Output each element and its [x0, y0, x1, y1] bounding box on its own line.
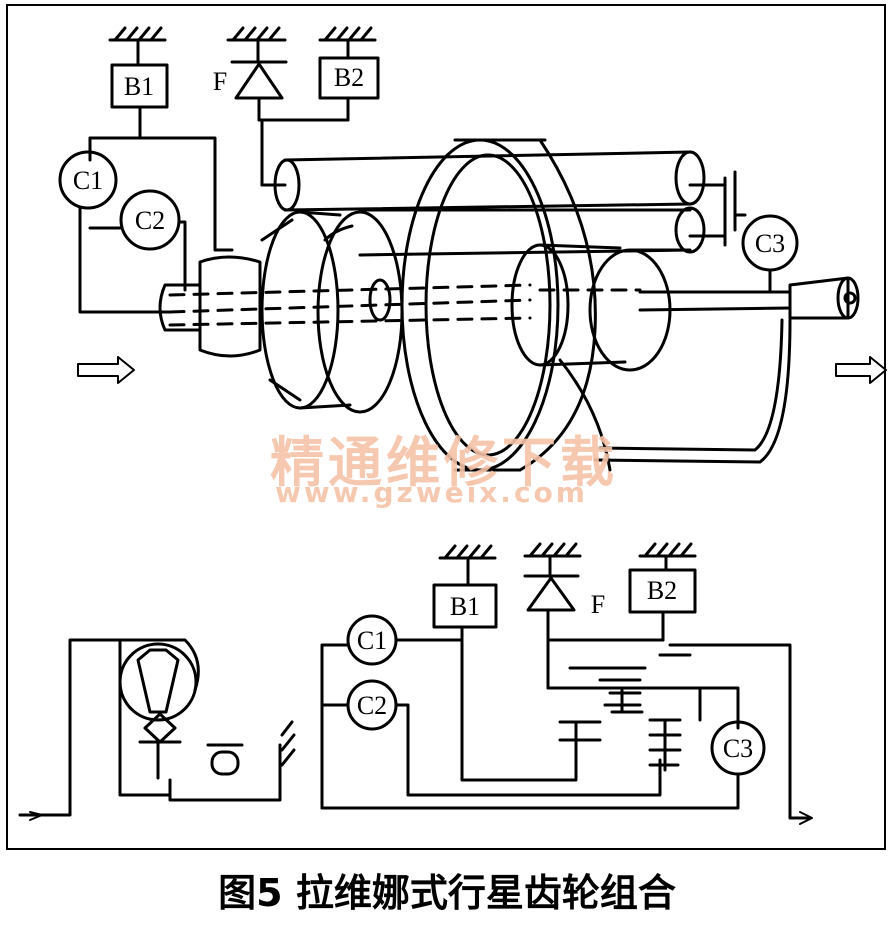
output-shaft — [638, 290, 792, 312]
ground-hatch-f-top — [226, 26, 287, 64]
ground-hatch-b1-bottom — [438, 544, 497, 587]
label-c3-top: C3 — [755, 229, 785, 258]
brake-b1-box-bottom — [432, 583, 498, 629]
ring-gear — [400, 138, 612, 472]
long-pinion-upper — [283, 150, 692, 212]
label-c2-bottom: C2 — [357, 691, 387, 720]
front-hub — [198, 255, 262, 358]
label-b2-top: B2 — [334, 63, 364, 92]
figure-frame — [6, 4, 886, 850]
watermark-url: www.gzweix.com — [275, 476, 588, 509]
label-b2-bottom: B2 — [647, 576, 677, 605]
label-b1-top: B1 — [124, 72, 154, 101]
shaft-centerlines — [168, 283, 642, 327]
watermark-cn: 精通维修下载 — [270, 431, 618, 494]
clutch-c2-circle-top — [119, 189, 181, 251]
input-arrow-top — [77, 356, 135, 384]
ground-hatch-f-bottom — [523, 542, 582, 577]
ground-hatch-b2-top — [318, 26, 377, 60]
label-f-top: F — [213, 67, 227, 96]
torque-converter — [18, 638, 296, 821]
label-c3-bottom: C3 — [723, 734, 753, 763]
label-f-bottom: F — [591, 590, 605, 619]
one-way-clutch-f-bottom — [523, 574, 580, 690]
clutch-c1-circle-top — [58, 150, 118, 210]
label-c1-top: C1 — [73, 166, 103, 195]
label-c2-top: C2 — [135, 206, 165, 235]
one-way-clutch-f-top — [230, 60, 288, 122]
rear-sun-gear — [510, 243, 570, 367]
housing-band — [593, 318, 792, 464]
input-shaft — [158, 283, 202, 332]
label-c1-bottom: C1 — [357, 626, 387, 655]
output-arrow-top — [835, 356, 887, 384]
label-b1-bottom: B1 — [450, 592, 480, 621]
ground-hatch-b1-top — [108, 26, 167, 67]
figure-caption: 图5 拉维娜式行星齿轮组合 — [218, 871, 676, 915]
ground-hatch-b2-bottom — [638, 542, 697, 572]
planet-gears-schematic — [558, 643, 697, 772]
